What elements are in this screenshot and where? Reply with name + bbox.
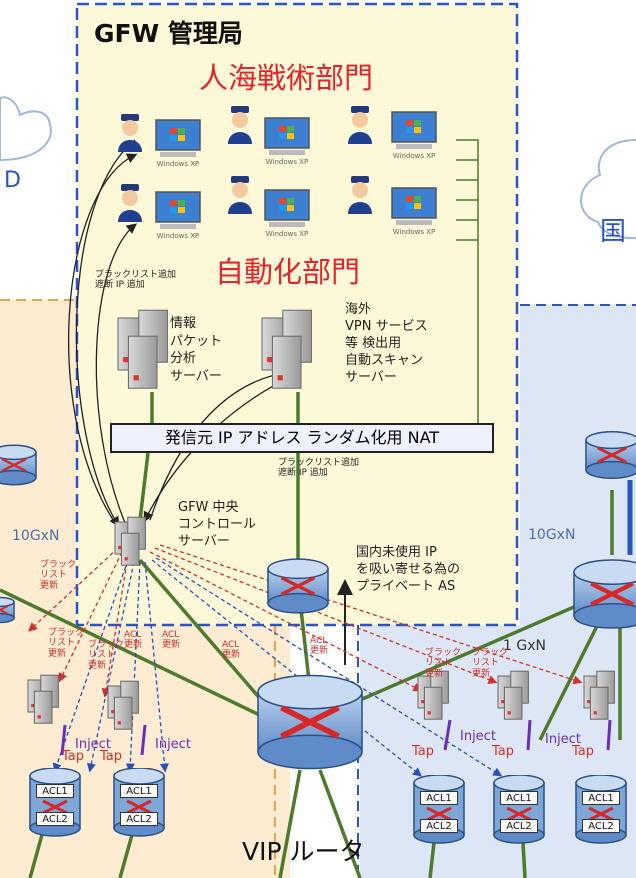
windows-pc-icon: Windows XP <box>155 119 201 168</box>
acl2-box: ACL2 <box>500 819 538 833</box>
vip-router <box>257 674 363 770</box>
admin-title: GFW 管理局 <box>94 19 243 48</box>
blacklist-update-3: ブラック リスト 更新 <box>88 640 125 671</box>
acl-update-3: ACL 更新 <box>222 640 241 661</box>
link-10g-left: 10GxN <box>12 528 60 544</box>
blacklist-update-1: ブラック リスト 更新 <box>40 560 77 591</box>
left-cloud-text: D <box>4 168 21 193</box>
left-top-router <box>0 444 37 486</box>
central-server-label: GFW 中央 コントロール サーバー <box>178 500 257 549</box>
os-label: Windows XP <box>157 160 200 168</box>
dept-human-label: 人海戦術部門 <box>199 61 374 95</box>
right-cloud <box>580 139 636 240</box>
acl1-box: ACL1 <box>500 791 538 805</box>
tap-label-3: Tap <box>412 744 435 759</box>
link-1g: 1 GxN <box>503 638 546 654</box>
acl2-box: ACL2 <box>420 819 458 833</box>
tap-server-4-icon <box>497 670 529 720</box>
right-cloud-text: 国 <box>600 217 627 247</box>
link-10g-right: 10GxN <box>528 527 576 543</box>
inject-label-1: Inject <box>75 737 111 752</box>
windows-pc-icon: Windows XP <box>264 189 310 238</box>
tap-server-2-icon <box>107 680 139 730</box>
operator-icon <box>118 114 142 152</box>
left-mid-router <box>0 596 15 624</box>
blacklist-update-4: ブラック リスト 更新 <box>425 648 462 679</box>
os-label: Windows XP <box>157 232 200 240</box>
inject-label-2: Inject <box>155 737 191 752</box>
tap-server-5-icon <box>583 670 615 720</box>
server-vpn-scan-icon <box>261 309 312 389</box>
blacklist-update-2: ブラック リスト 更新 <box>48 628 85 659</box>
os-label: Windows XP <box>266 230 309 238</box>
right-top-router <box>585 430 636 480</box>
blacklist-note-mid: ブラックリスト追加 遮断 IP 追加 <box>278 458 360 479</box>
windows-pc-icon: Windows XP <box>155 191 201 240</box>
acl1-box: ACL1 <box>582 791 620 805</box>
operator-icon <box>348 106 372 144</box>
acl-update-4: ACL 更新 <box>310 636 329 657</box>
tap-label-2: Tap <box>100 749 123 764</box>
tap-server-3-icon <box>417 670 449 720</box>
vip-router-label: VIP ルータ <box>242 837 365 866</box>
acl2-box: ACL2 <box>36 812 74 826</box>
tap-label-4: Tap <box>492 744 515 759</box>
tap-server-1-icon <box>27 674 59 724</box>
server-vpn-scan-label: 海外 VPN サービス 等 検出用 自動スキャン サーバー <box>345 302 428 385</box>
left-cloud <box>0 96 52 162</box>
server-suspicious-label: 情報 パケット 分析 サーバー <box>170 316 223 384</box>
nat-box: 発信元 IP アドレス ランダム化用 NAT <box>110 423 494 453</box>
acl1-box: ACL1 <box>36 784 74 798</box>
inject-label-4: Inject <box>545 732 581 747</box>
windows-pc-icon: Windows XP <box>264 117 310 166</box>
inject-label-3: Inject <box>460 729 496 744</box>
tap-label-1: Tap <box>62 749 85 764</box>
os-label: Windows XP <box>393 152 436 160</box>
operator-icon <box>228 176 252 214</box>
blacklist-update-5: ブラック リスト 更新 <box>472 648 509 679</box>
acl-update-1: ACL 更新 <box>124 630 143 651</box>
windows-pc-icon: Windows XP <box>391 187 437 236</box>
operator-icon <box>348 176 372 214</box>
server-suspicious-icon <box>117 309 168 389</box>
os-label: Windows XP <box>393 228 436 236</box>
tap-label-5: Tap <box>572 744 595 759</box>
acl-update-2: ACL 更新 <box>162 630 181 651</box>
private-as-router <box>267 558 329 614</box>
central-server-icon <box>114 516 146 566</box>
acl1-box: ACL1 <box>120 784 158 798</box>
right-mid-router <box>573 559 636 629</box>
operator-icon <box>118 184 142 222</box>
windows-pc-icon: Windows XP <box>391 111 437 160</box>
operator-icon <box>228 106 252 144</box>
os-label: Windows XP <box>266 158 309 166</box>
acl2-box: ACL2 <box>582 819 620 833</box>
private-as-label: 国内未使用 IP を吸い寄せる為の プライベート AS <box>356 545 461 594</box>
acl1-box: ACL1 <box>420 791 458 805</box>
acl2-box: ACL2 <box>120 812 158 826</box>
blacklist-note-top: ブラックリスト追加 遮断 IP 追加 <box>95 270 177 291</box>
dept-auto-label: 自動化部門 <box>215 255 361 289</box>
